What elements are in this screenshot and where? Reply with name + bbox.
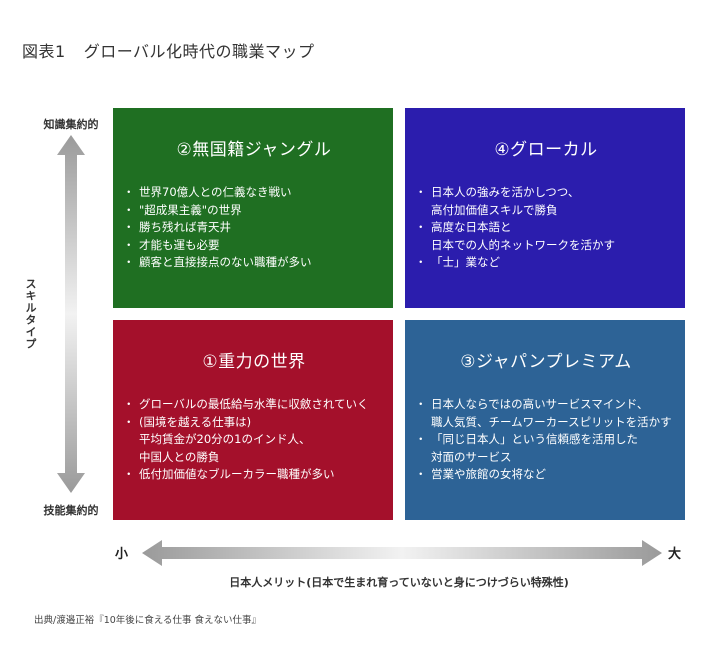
quadrant-stateless-jungle: ②無国籍ジャングル 世界70億人との仁義なき戦い "超成果主義"の世界 勝ち残れ…: [113, 108, 393, 308]
list-item-continued: 職人気質、チームワーカースピリットを活かす: [431, 414, 672, 429]
figure-title: 図表1 グローバル化時代の職業マップ: [22, 38, 315, 62]
quadrant-glocal: ④グローカル 日本人の強みを活かしつつ、 高付加価値スキルで勝負 高度な日本語と…: [405, 108, 685, 308]
list-item-continued: 高付加価値スキルで勝負: [431, 202, 558, 217]
axis-label-knowledge-intensive: 知識集約的: [43, 118, 99, 131]
list-item-continued: 中国人との勝負: [139, 449, 220, 464]
list-item: 営業や旅館の女将など: [415, 466, 675, 484]
quadrant-list: 世界70億人との仁義なき戦い "超成果主義"の世界 勝ち残れば青天井 才能も運も…: [123, 184, 383, 272]
list-item-continued: 日本での人的ネットワークを活かす: [431, 237, 615, 252]
list-item: 世界70億人との仁義なき戦い: [123, 184, 383, 202]
figure-title-text: グローバル化時代の職業マップ: [83, 42, 315, 61]
list-item: 勝ち残れば青天井: [123, 219, 383, 237]
list-item: 高度な日本語と: [415, 219, 675, 237]
axis-label-japanese-merit: 日本人メリット(日本で生まれ育っていないと身につけづらい特殊性): [229, 576, 569, 589]
axis-label-small: 小: [115, 547, 129, 562]
horizontal-double-arrow: [142, 540, 662, 566]
quadrant-list: 日本人の強みを活かしつつ、 高付加価値スキルで勝負 高度な日本語と 日本での人的…: [415, 184, 675, 272]
vertical-double-arrow: [57, 135, 85, 493]
source-citation: 出典/渡邉正裕『10年後に食える仕事 食えない仕事』: [34, 615, 262, 626]
quadrant-world-of-gravity: ①重力の世界 グローバルの最低給与水準に収斂されていく (国境を越える仕事は) …: [113, 320, 393, 520]
list-item: 日本人ならではの高いサービスマインド、: [415, 396, 675, 414]
list-item: 日本人の強みを活かしつつ、: [415, 184, 675, 202]
list-item: グローバルの最低給与水準に収斂されていく: [123, 396, 383, 414]
list-item: 低付加価値なブルーカラー職種が多い: [123, 466, 383, 484]
list-item-continued: 対面のサービス: [431, 449, 512, 464]
list-item: 顧客と直接接点のない職種が多い: [123, 254, 383, 272]
quadrant-title: ②無国籍ジャングル: [176, 140, 332, 160]
axis-label-large: 大: [668, 547, 682, 562]
list-item: "超成果主義"の世界: [123, 202, 383, 220]
list-item: 「士」業など: [415, 254, 675, 272]
list-item: 才能も運も必要: [123, 237, 383, 255]
axis-label-skill-intensive: 技能集約的: [43, 504, 99, 517]
quadrant-list: 日本人ならではの高いサービスマインド、 職人気質、チームワーカースピリットを活か…: [415, 396, 675, 484]
quadrant-title: ③ジャパンプレミアム: [460, 352, 632, 372]
axis-label-skill-type: スキルタイプ: [24, 278, 37, 350]
figure-label: 図表1: [22, 42, 66, 61]
list-item: 「同じ日本人」という信頼感を活用した: [415, 431, 675, 449]
quadrant-title: ④グローカル: [494, 140, 598, 160]
quadrant-list: グローバルの最低給与水準に収斂されていく (国境を越える仕事は) 平均賃金が20…: [123, 396, 383, 484]
quadrant-japan-premium: ③ジャパンプレミアム 日本人ならではの高いサービスマインド、 職人気質、チームワ…: [405, 320, 685, 520]
quadrant-title: ①重力の世界: [202, 352, 306, 372]
list-item: (国境を越える仕事は): [123, 414, 383, 432]
list-item-continued: 平均賃金が20分の1のインド人、: [139, 432, 311, 446]
